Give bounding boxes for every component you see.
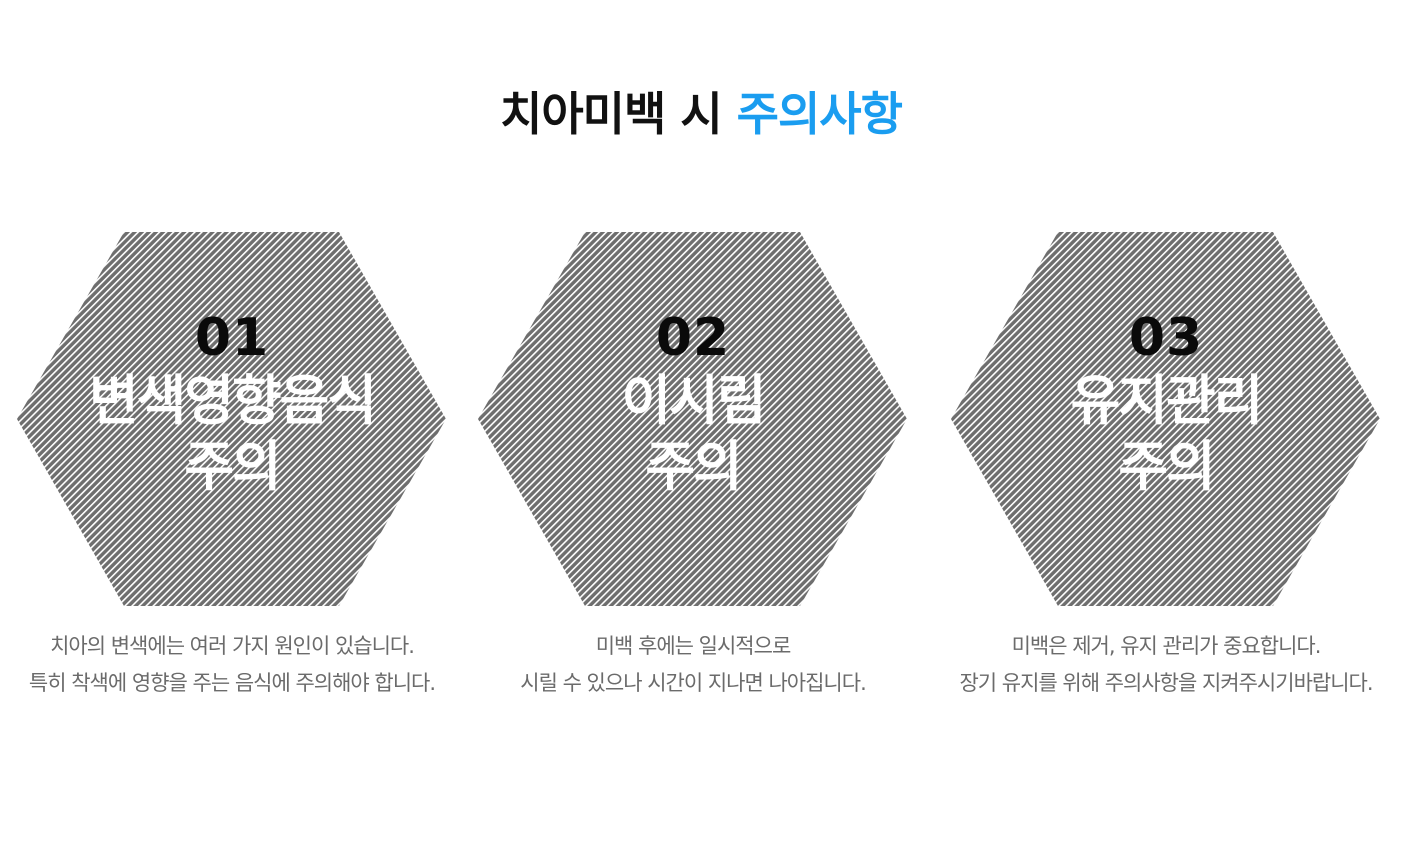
hexagon-content: 03 유지관리 주의: [951, 308, 1381, 500]
card-label: 변색영향음식 주의: [88, 369, 377, 498]
card-number: 01: [194, 308, 270, 368]
page-title: 치아미백 시 주의사항: [0, 84, 1402, 144]
caution-card-2: 02 이시림 주의 미백 후에는 일시적으로 시릴 수 있으나 시간이 지나면 …: [478, 232, 908, 695]
hexagon-content: 02 이시림 주의: [478, 308, 908, 500]
hexagon-badge: 02 이시림 주의: [478, 232, 908, 606]
caution-card-3: 03 유지관리 주의 미백은 제거, 유지 관리가 중요합니다. 장기 유지를 …: [951, 232, 1381, 695]
card-number: 03: [1128, 308, 1204, 368]
hexagon-badge: 03 유지관리 주의: [951, 232, 1381, 606]
card-description: 미백 후에는 일시적으로 시릴 수 있으나 시간이 지나면 나아집니다.: [520, 634, 867, 695]
card-description: 치아의 변색에는 여러 가지 원인이 있습니다. 특히 착색에 영향을 주는 음…: [28, 634, 436, 695]
hexagon-striped-icon: [478, 232, 907, 606]
card-label: 이시림 주의: [621, 369, 766, 498]
hexagon-striped-icon: [17, 232, 446, 606]
title-accent: 주의사항: [736, 87, 903, 141]
card-number: 02: [655, 308, 731, 368]
title-main: 치아미백 시: [500, 87, 723, 141]
hexagon-striped-icon: [951, 232, 1380, 606]
hexagon-content: 01 변색영향음식 주의: [17, 308, 447, 500]
card-description: 미백은 제거, 유지 관리가 중요합니다. 장기 유지를 위해 주의사항을 지켜…: [959, 634, 1373, 695]
hexagon-badge: 01 변색영향음식 주의: [17, 232, 447, 606]
caution-card-1: 01 변색영향음식 주의 치아의 변색에는 여러 가지 원인이 있습니다. 특히…: [17, 232, 447, 695]
card-label: 유지관리 주의: [1070, 369, 1264, 498]
